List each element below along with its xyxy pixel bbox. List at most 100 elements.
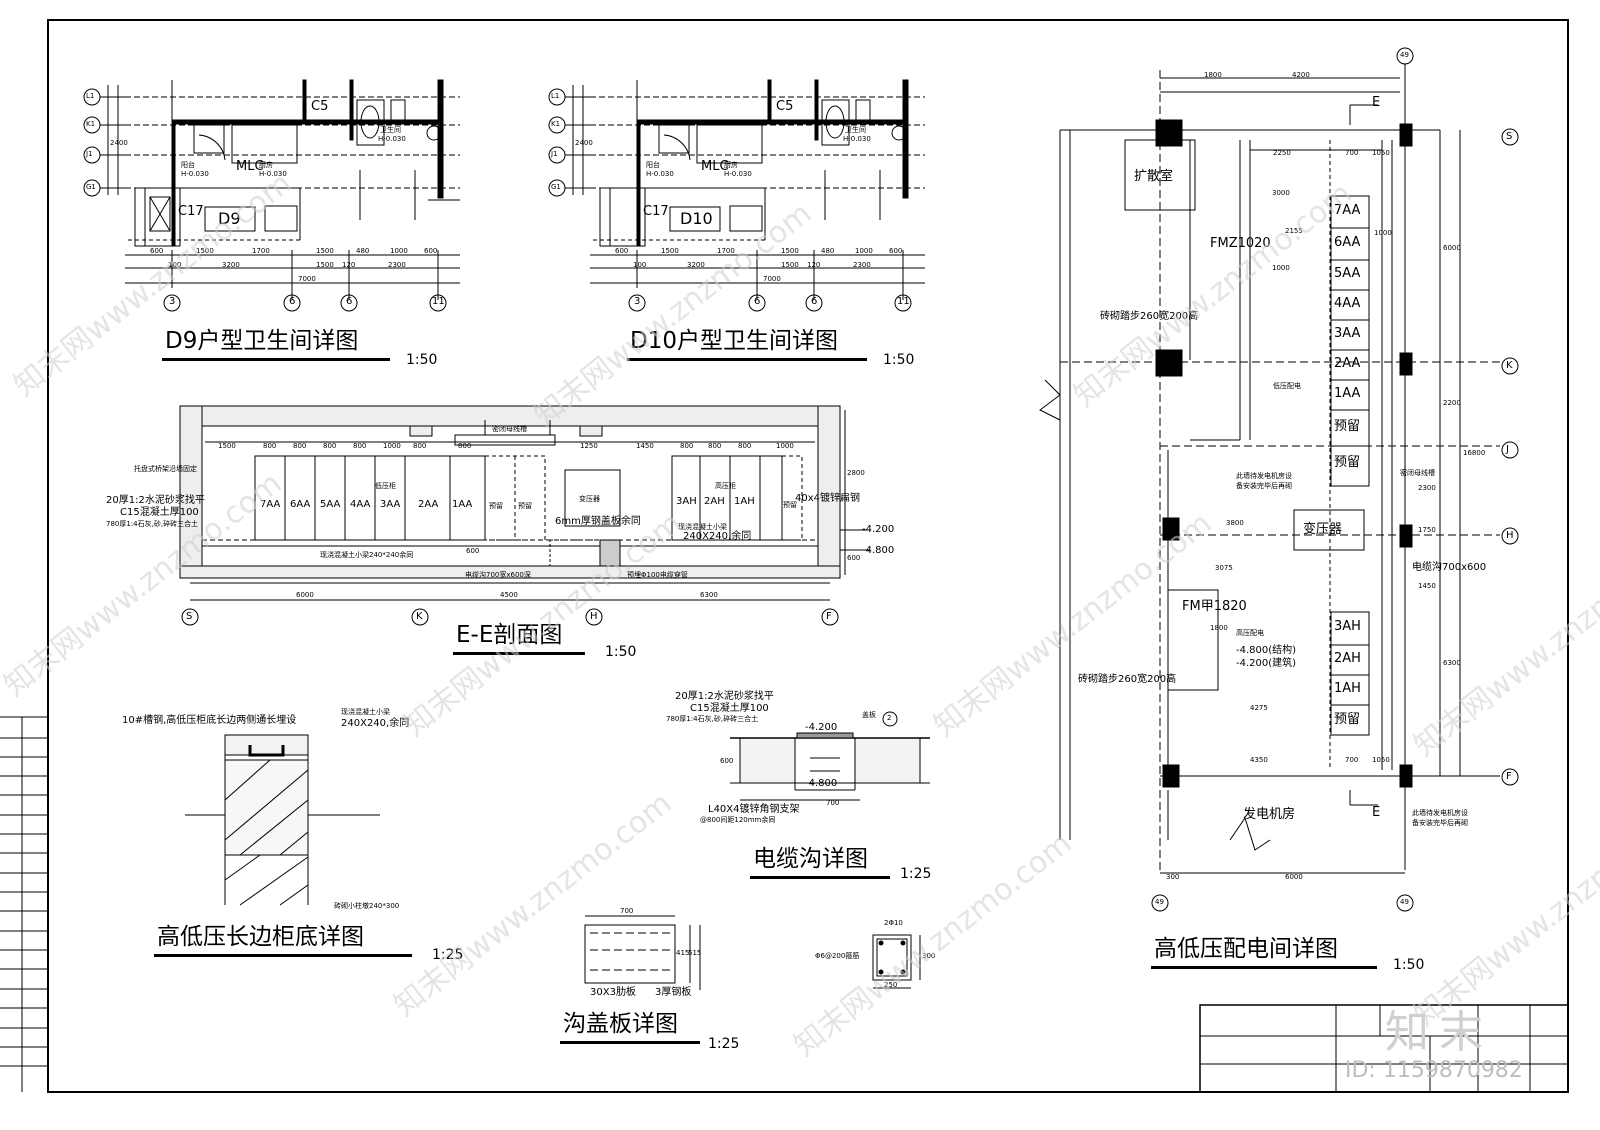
d10-kitchen-h: H-0.030 — [724, 170, 752, 178]
ee-high-panel: 1AH — [734, 496, 755, 507]
cabinet-note: 现浇混凝土小梁 — [341, 708, 390, 716]
room-mid-dim: 3800 — [1226, 519, 1244, 527]
watermark-logo: 知末 — [1385, 1007, 1493, 1058]
d9-dim: 3200 — [222, 261, 240, 269]
ee-beam-note2: 现浇混凝土小梁240*240余同 — [320, 551, 414, 559]
room-axis: 49 — [1400, 51, 1409, 59]
ee-floor-note: 780厚1:4石灰,砂,碎砖三合土 — [106, 520, 199, 528]
trench-title: 电缆沟详图 — [753, 846, 868, 872]
cabinet-base-detail — [185, 734, 380, 906]
d9-dim: 1700 — [252, 247, 270, 255]
room-left-dim: 2155 — [1285, 227, 1303, 235]
room-inner-dim: 2250 — [1273, 149, 1291, 157]
trench-note: 780厚1:4石灰,砂,碎砖三合土 — [666, 715, 759, 723]
room-bus: 密闭母线槽 — [1400, 469, 1435, 477]
ee-pipe-note: 预埋Φ100电缆穿管 — [627, 571, 688, 579]
section-dim: 250 — [884, 981, 898, 989]
ee-bot-dim: 6000 — [296, 591, 314, 599]
room-low-panel: 5AA — [1334, 266, 1361, 281]
d9-dim: 2400 — [110, 139, 128, 147]
cabinet-title: 高低压长边柜底详图 — [157, 924, 364, 950]
ee-low-panel: 预留 — [489, 502, 503, 510]
d9-grid-col-label: 6 — [289, 296, 296, 307]
room-left-dim: 1000 — [1272, 264, 1290, 272]
d10-balcony-h: H-0.030 — [646, 170, 674, 178]
d9-window-c5: C5 — [311, 99, 329, 114]
d10-grid-row-label: G1 — [551, 183, 561, 191]
room-top-dim: 1800 — [1204, 71, 1222, 79]
room-high-panel: 2AH — [1334, 651, 1361, 666]
cover-dim: 700 — [620, 907, 634, 915]
d10-title: D10户型卫生间详图 — [630, 328, 838, 354]
room-section-mark: E — [1372, 805, 1381, 820]
d9-unit-label: D9 — [218, 209, 241, 228]
ee-side-dim: 2800 — [847, 469, 865, 477]
room-base-dim: 300 — [1166, 873, 1180, 881]
ee-top-dim: 1000 — [776, 442, 794, 450]
room-transformer: 变压器 — [1303, 522, 1343, 537]
ee-flat-steel: 40x4镀锌扁钢 — [795, 493, 861, 504]
room-high-panel: 3AH — [1334, 619, 1361, 634]
trench-scale: 1:25 — [900, 866, 932, 882]
ee-steel-plate: 6mm厚钢盖板余同 — [555, 516, 641, 527]
d10-bath-label: 卫生间 — [845, 126, 866, 134]
d9-dim: 2300 — [388, 261, 406, 269]
ee-axis-label: F — [826, 611, 832, 622]
ee-bus-trough: 密闭母线槽 — [492, 425, 527, 433]
d10-dim: 3200 — [687, 261, 705, 269]
d9-grid-row-label: J1 — [86, 150, 93, 158]
ee-low-cabinet: 低压柜 — [375, 482, 396, 490]
room-right-dim: 1750 — [1418, 526, 1436, 534]
room-right-dim: 16800 — [1463, 449, 1486, 457]
d9-grid-col-label: 3 — [169, 296, 176, 307]
d10-bath-h: H-0.030 — [843, 135, 871, 143]
ee-floor-note: C15混凝土厚100 — [120, 507, 199, 518]
title-block — [1199, 1004, 1569, 1093]
d9-grid-col-label: 11 — [432, 296, 445, 307]
room-mid-dim: 3075 — [1215, 564, 1233, 572]
d10-dim: 1000 — [855, 247, 873, 255]
room-axis-right: H — [1506, 530, 1514, 541]
room-door2: FM甲1820 — [1182, 599, 1247, 614]
cover-rib: 30X3肋板 — [590, 987, 636, 998]
cabinet-scale: 1:25 — [432, 947, 464, 963]
room-right-dim: 2300 — [1418, 484, 1436, 492]
room-axis: 49 — [1400, 898, 1409, 906]
room-title: 高低压配电间详图 — [1154, 936, 1338, 962]
d9-kitchen-h: H-0.030 — [259, 170, 287, 178]
d10-window-c17: C17 — [643, 204, 669, 219]
d10-dim: 1500 — [781, 247, 799, 255]
ee-low-panel: 7AA — [260, 499, 281, 510]
d9-balcony-label: 阳台 — [181, 161, 195, 169]
room-wall-note: 此墙待发电机房设 — [1412, 809, 1468, 817]
ee-low-panel: 预留 — [518, 502, 532, 510]
ee-high-panel: 3AH — [676, 496, 697, 507]
cover-plate: 3厚钢板 — [655, 987, 692, 998]
room-axis-right: S — [1506, 131, 1513, 142]
room-low-panel: 6AA — [1334, 235, 1361, 250]
d10-title-underline — [627, 358, 867, 361]
d9-kitchen-label: 厨房 — [259, 161, 273, 169]
trench-elev: -4.200 — [805, 722, 838, 733]
ee-axis-label: K — [416, 611, 423, 622]
d9-dim: 1000 — [390, 247, 408, 255]
d10-dim: 1500 — [781, 261, 799, 269]
ee-low-panel: 3AA — [380, 499, 401, 510]
room-low-panel: 3AA — [1334, 326, 1361, 341]
d10-grid-row-label: J1 — [551, 150, 558, 158]
cover-plate-detail — [584, 915, 701, 990]
room-base-dim: 6000 — [1285, 873, 1303, 881]
ee-beam-note: 现浇混凝土小梁 — [678, 523, 727, 531]
room-high-panel: 1AH — [1334, 681, 1361, 696]
trench-elev: -4.800 — [805, 778, 838, 789]
ee-tray-note: 托盘式桥架沿墙固定 — [134, 465, 197, 473]
room-low-panel: 1AA — [1334, 386, 1361, 401]
room-low-panel: 4AA — [1334, 296, 1361, 311]
cabinet-note: 240X240,余同 — [341, 718, 410, 729]
ee-title-underline — [453, 652, 585, 655]
d9-dim: 600 — [150, 247, 164, 255]
distribution-room-plan — [1039, 47, 1519, 912]
room-scale: 1:50 — [1393, 957, 1425, 973]
d9-dim: 480 — [356, 247, 370, 255]
